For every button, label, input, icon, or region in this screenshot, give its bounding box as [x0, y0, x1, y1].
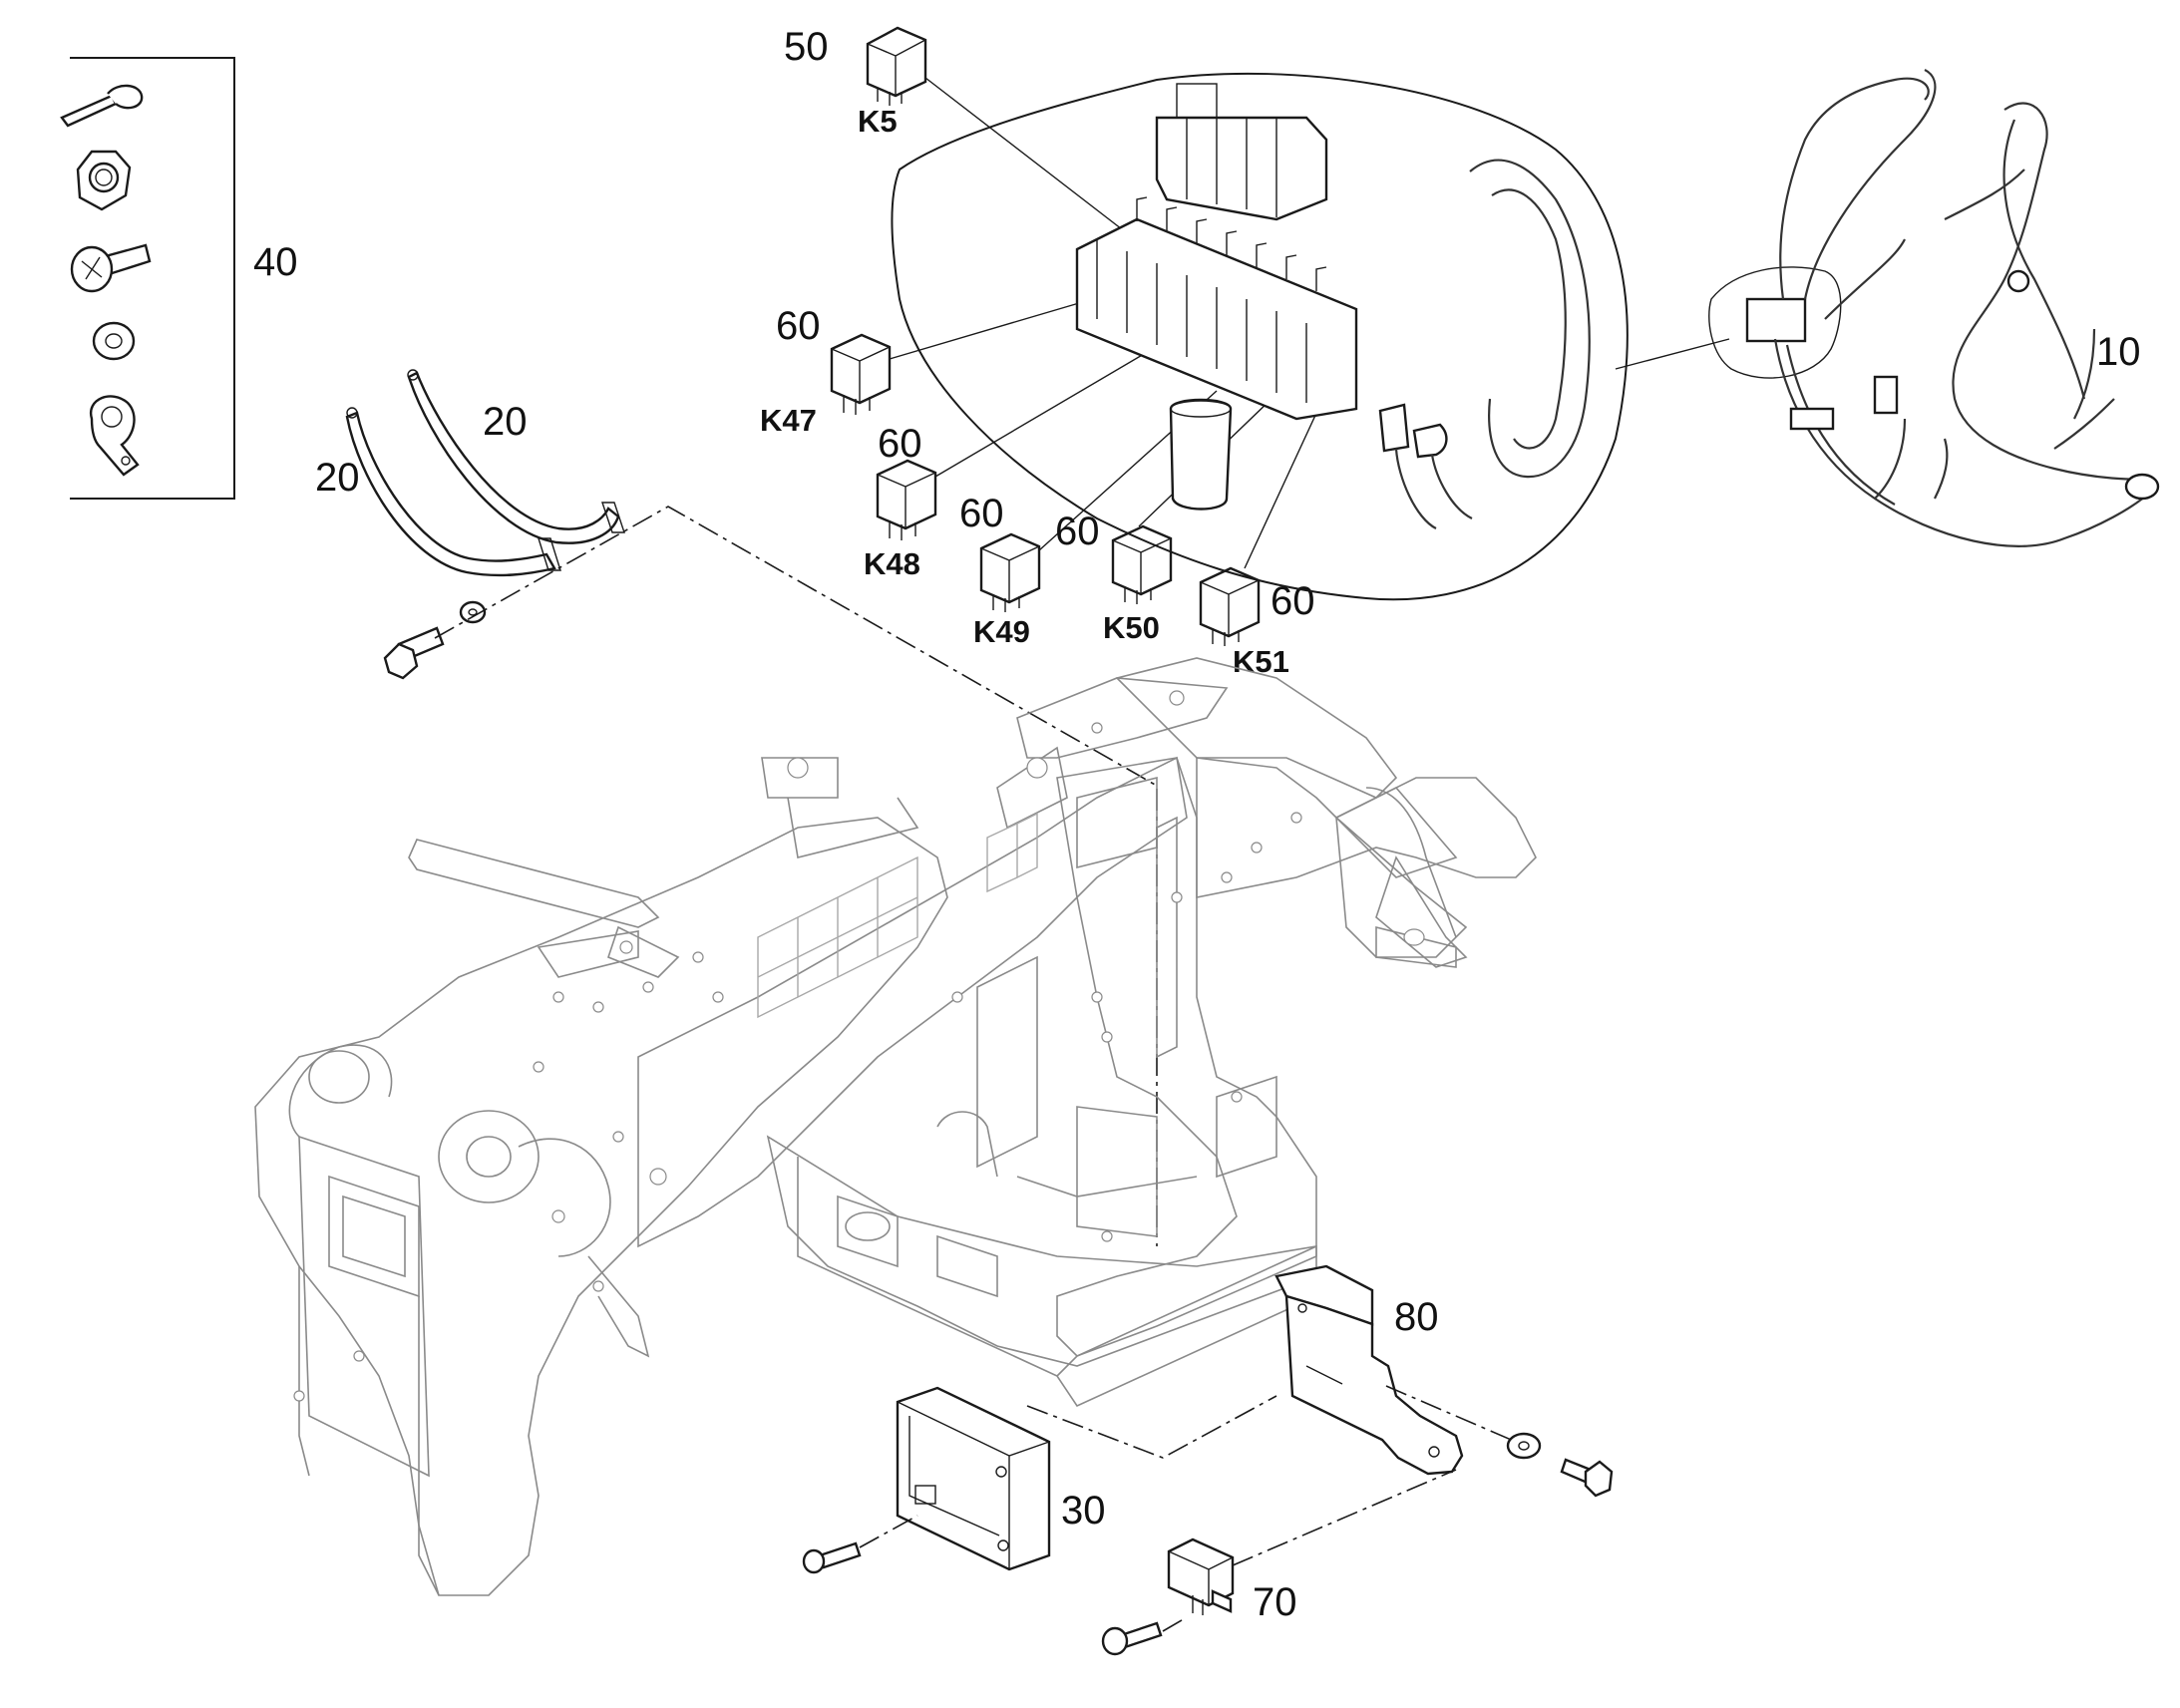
callout-20-lower: 20 — [315, 456, 360, 500]
callout-70: 70 — [1253, 1580, 1297, 1624]
relay-label-k49: K49 — [973, 614, 1030, 649]
relay-label-k47: K47 — [760, 403, 817, 438]
machine-frame — [254, 657, 1537, 1596]
callout-60-k50: 60 — [1055, 510, 1100, 553]
callout-40: 40 — [253, 240, 298, 284]
bolt-80-icon — [1506, 1432, 1614, 1498]
relay-k47: 60 K47 — [760, 302, 1080, 438]
item-70-relay: 70 — [1101, 1469, 1457, 1656]
relay-box-detail — [891, 72, 1730, 601]
washer-icon — [92, 321, 136, 361]
callout-30: 30 — [1061, 1489, 1106, 1533]
callout-80: 80 — [1394, 1295, 1439, 1339]
relay-k50: 60 K50 — [1055, 374, 1297, 645]
cable-tie-icon — [60, 84, 144, 128]
cable-clamp-icon — [89, 395, 140, 477]
callout-50: 50 — [784, 25, 829, 69]
callout-60-k51: 60 — [1271, 579, 1315, 623]
relay-label-k51: K51 — [1233, 644, 1289, 679]
screw-icon — [70, 243, 152, 293]
item-10-wire-harness: 10 — [1708, 69, 2160, 547]
relay-label-k48: K48 — [864, 546, 920, 581]
relay-label-k5: K5 — [858, 104, 898, 139]
relay-k48: 60 K48 — [864, 336, 1174, 581]
callout-60-k49: 60 — [959, 492, 1004, 535]
callout-60-k47: 60 — [776, 304, 821, 348]
relay-label-k50: K50 — [1103, 610, 1160, 645]
screw-30-icon — [802, 1541, 862, 1574]
relay-k5: 50 K5 — [784, 25, 1136, 240]
callout-60-k48: 60 — [878, 422, 922, 466]
callout-10: 10 — [2096, 330, 2141, 374]
screw-70-icon — [1101, 1621, 1163, 1656]
bolt-icon — [383, 600, 487, 680]
vent-grille — [757, 812, 1038, 1019]
nut-icon — [76, 150, 132, 211]
item-30-control-box: 30 — [802, 1386, 1106, 1574]
item-80-mounting-plate: 80 — [1026, 1264, 1614, 1498]
relay-k51: 60 K51 — [1199, 408, 1319, 679]
callout-20-upper: 20 — [483, 400, 528, 444]
item-40-kit: 40 — [60, 57, 298, 500]
item-20-straps: 20 20 — [315, 369, 1158, 1246]
relay-k49: 60 K49 — [959, 390, 1218, 649]
